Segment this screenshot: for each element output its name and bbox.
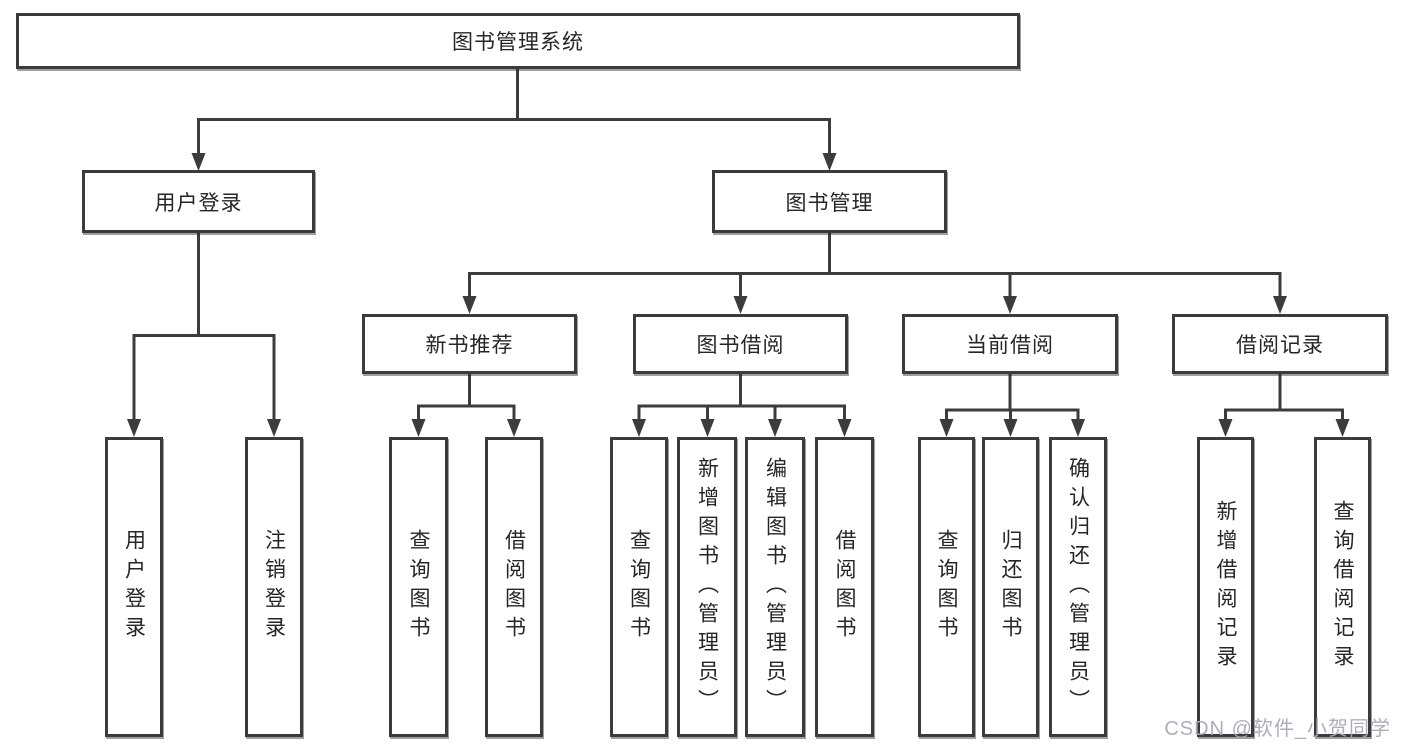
node-label: 当前借阅 <box>966 334 1054 357</box>
leaf-add-borrow-record: 新增借阅记录 <box>1197 437 1254 737</box>
leaf-logout: 注销登录 <box>245 437 303 737</box>
node-borrow-records: 借阅记录 <box>1172 314 1388 374</box>
node-label: 查询图书 <box>935 529 958 645</box>
leaf-user-login: 用户登录 <box>105 437 163 737</box>
node-label: 新增借阅记录 <box>1214 500 1237 674</box>
arrowhead <box>411 419 426 437</box>
arrowhead <box>267 419 281 437</box>
arrowhead <box>837 419 852 437</box>
arrowhead <box>507 419 521 437</box>
node-label: 注销登录 <box>262 529 286 645</box>
node-label: 借阅记录 <box>1236 334 1324 357</box>
leaf-return-books: 归还图书 <box>982 437 1039 737</box>
arrowhead <box>1273 296 1287 314</box>
node-label: 用户登录 <box>122 529 146 645</box>
edge-root-to-level2 <box>191 68 837 171</box>
leaf-borrow-books: 借阅图书 <box>815 437 874 737</box>
edge-book-borrow-to-leaves <box>632 374 852 437</box>
arrowhead <box>1003 296 1017 314</box>
leaf-query-books-current: 查询图书 <box>918 437 975 737</box>
edge-user-login-to-leaves <box>127 233 281 437</box>
node-label: 图书管理系统 <box>452 31 584 54</box>
node-new-book-recommend: 新书推荐 <box>362 314 577 374</box>
node-label: 查询借阅记录 <box>1331 500 1354 674</box>
arrowhead <box>939 419 954 437</box>
arrowhead <box>191 153 206 171</box>
watermark: CSDN @软件_小贺同学 <box>1164 718 1391 740</box>
node-label: 图书借阅 <box>696 334 785 357</box>
leaf-borrow-books-recommend: 借阅图书 <box>485 437 543 737</box>
arrowhead <box>733 296 748 314</box>
node-label: 图书管理 <box>785 191 874 215</box>
node-user-login: 用户登录 <box>82 170 315 233</box>
node-label: 新增图书（管理员） <box>695 456 719 718</box>
node-label: 用户登录 <box>154 191 243 215</box>
node-label: 归还图书 <box>999 529 1022 645</box>
node-label: 查询图书 <box>627 529 651 645</box>
arrowhead <box>822 153 837 171</box>
node-book-management: 图书管理 <box>712 170 947 233</box>
node-label: 借阅图书 <box>502 529 526 645</box>
arrowhead <box>700 419 715 437</box>
node-label: 确认归还（管理员） <box>1066 456 1090 718</box>
arrowhead <box>1335 419 1350 437</box>
leaf-query-books-recommend: 查询图书 <box>389 437 448 737</box>
edge-current-borrow-to-leaves <box>939 374 1085 437</box>
leaf-edit-books-admin: 编辑图书（管理员） <box>745 437 805 737</box>
edge-borrow-records-to-leaves <box>1218 374 1350 437</box>
node-label: 新书推荐 <box>425 334 514 357</box>
node-label: 编辑图书（管理员） <box>763 456 787 718</box>
leaf-confirm-return-admin: 确认归还（管理员） <box>1049 437 1107 737</box>
edge-new-rec-to-leaves <box>411 374 521 437</box>
node-current-borrow: 当前借阅 <box>902 314 1118 374</box>
node-label: 借阅图书 <box>833 529 856 645</box>
arrowhead <box>632 419 646 437</box>
arrowhead <box>1071 419 1085 437</box>
arrowhead <box>1218 419 1233 437</box>
node-root: 图书管理系统 <box>16 13 1020 69</box>
edge-book-mgmt-to-level3 <box>462 233 1287 314</box>
leaf-add-books-admin: 新增图书（管理员） <box>677 437 737 737</box>
arrowhead <box>127 419 141 437</box>
node-label: 查询图书 <box>407 529 430 645</box>
arrowhead <box>1003 419 1018 437</box>
arrowhead <box>768 419 782 437</box>
node-book-borrow: 图书借阅 <box>633 314 848 374</box>
leaf-query-books-borrow: 查询图书 <box>610 437 668 737</box>
arrowhead <box>462 296 477 314</box>
leaf-query-borrow-record: 查询借阅记录 <box>1314 437 1371 737</box>
